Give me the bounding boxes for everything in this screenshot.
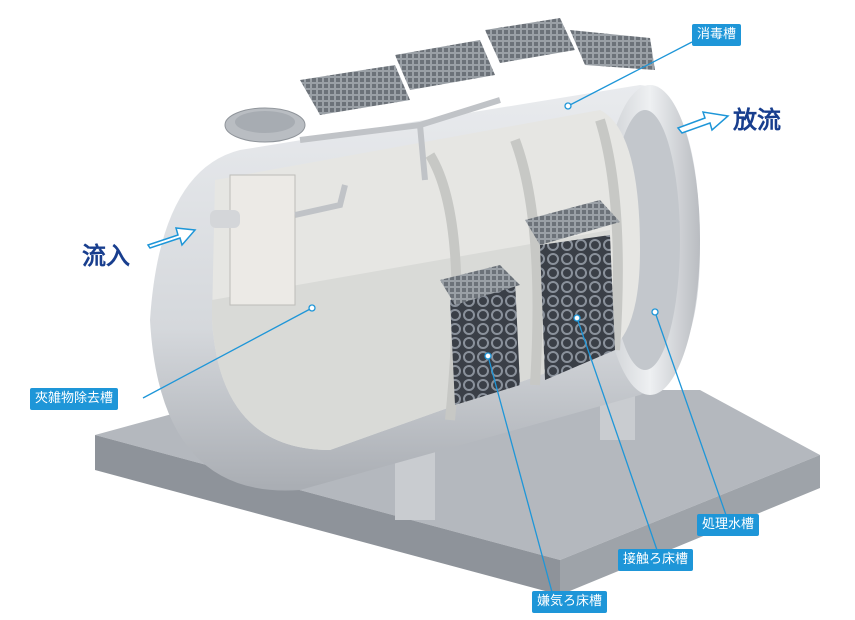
label-disinfection-tank: 消毒槽 (692, 24, 742, 46)
label-contact-filter-tank: 接触ろ床槽 (618, 549, 694, 571)
leader-lines (142, 41, 727, 593)
grate-cover (570, 30, 655, 70)
label-debris-removal-tank: 夾雑物除去槽 (30, 388, 119, 410)
grate-cover (485, 18, 575, 63)
grate-cover (395, 40, 495, 90)
anaerobic-filter-media (450, 280, 520, 405)
label-inflow: 流入 (82, 242, 130, 270)
outflow-arrow-icon (676, 111, 730, 134)
inflow-arrow-icon (146, 227, 197, 249)
label-outflow: 放流 (733, 106, 781, 134)
contact-filter-media (540, 235, 615, 380)
label-anaerobic-filter-tank: 嫌気ろ床槽 (532, 591, 608, 613)
grate-cover (300, 65, 410, 115)
label-treated-water-tank: 処理水槽 (697, 514, 760, 536)
